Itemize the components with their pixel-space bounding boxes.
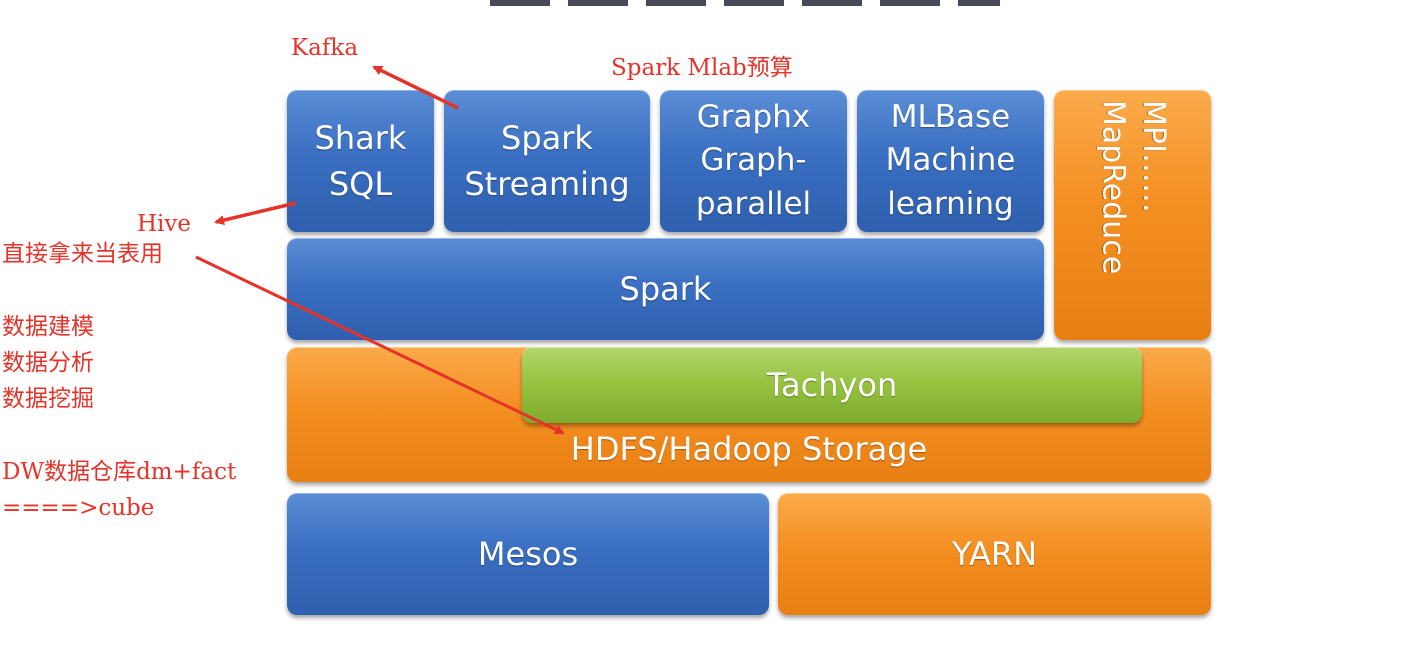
annotation-data-tasks: 数据建模 数据分析 数据挖掘 bbox=[2, 309, 94, 417]
yarn-block: YARN bbox=[778, 493, 1211, 615]
annotation-kafka: Kafka bbox=[291, 35, 359, 61]
spark-block: Spark bbox=[287, 238, 1044, 340]
arrow-to-hive bbox=[214, 201, 297, 226]
annotation-data-task: 数据挖掘 bbox=[2, 386, 94, 412]
mpi-mapreduce-block: MPI…… MapReduce bbox=[1054, 90, 1211, 340]
tachyon-block: Tachyon bbox=[522, 347, 1142, 423]
annotation-data-task: 数据建模 bbox=[2, 314, 94, 340]
annotation-hive: Hive bbox=[137, 211, 192, 237]
annotation-dw-line: DW数据仓库dm+fact bbox=[2, 459, 237, 485]
annotation-spark-mlab: Spark Mlab预算 bbox=[611, 55, 793, 81]
mpi-mapreduce-label: MPI…… MapReduce bbox=[1095, 100, 1172, 275]
cropped-title bbox=[490, 0, 1000, 6]
shark-sql-block: Shark SQL bbox=[287, 90, 434, 232]
graphx-block: Graphx Graph- parallel bbox=[660, 90, 847, 232]
annotation-dw-line: ====>cube bbox=[2, 495, 155, 521]
annotation-table-use: 直接拿来当表用 bbox=[2, 241, 163, 267]
mlbase-block: MLBase Machine learning bbox=[857, 90, 1044, 232]
mesos-block: Mesos bbox=[287, 493, 769, 615]
annotation-data-task: 数据分析 bbox=[2, 350, 94, 376]
annotation-dw: DW数据仓库dm+fact ====>cube bbox=[2, 454, 236, 526]
spark-streaming-block: Spark Streaming bbox=[444, 90, 650, 232]
